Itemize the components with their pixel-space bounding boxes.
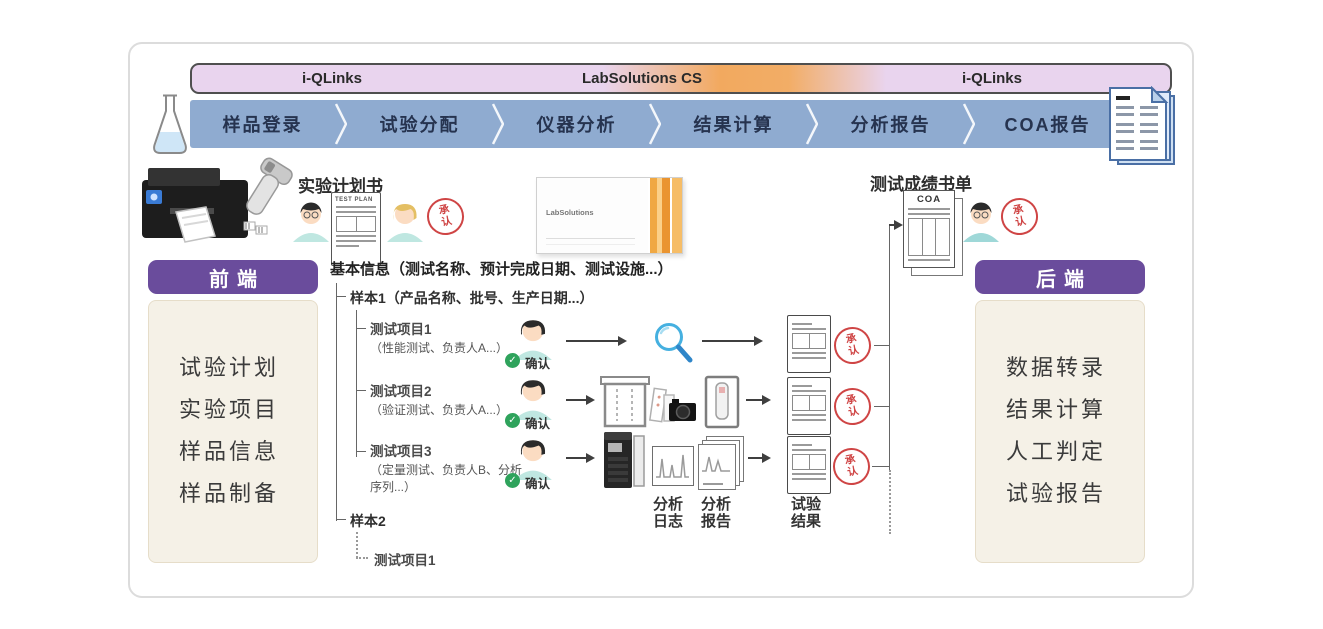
operator-avatar bbox=[514, 320, 552, 360]
analysis-log-doc bbox=[652, 446, 694, 486]
approver-avatar bbox=[963, 202, 999, 242]
software-box-stripes bbox=[648, 178, 682, 253]
front-panel-item: 样品制备 bbox=[179, 481, 280, 506]
operator-avatar bbox=[514, 440, 552, 480]
plan-title: 实验计划书 bbox=[298, 177, 383, 196]
tree-line bbox=[336, 283, 337, 521]
tree-sample2-item: 测试项目1 bbox=[374, 553, 436, 568]
front-panel-item: 实验项目 bbox=[179, 397, 280, 422]
platform-label-right: i-QLinks bbox=[961, 70, 1022, 87]
check-icon: ✓ bbox=[505, 353, 520, 368]
coa-doc: COA bbox=[903, 190, 965, 278]
platform-label-left: i-QLinks bbox=[301, 70, 362, 87]
hplc-instrument-icon bbox=[604, 432, 645, 488]
connector-trunk-line bbox=[889, 226, 890, 470]
back-panel-item: 试验报告 bbox=[1006, 481, 1107, 506]
test-equipment-icons bbox=[600, 375, 740, 429]
analyst-avatar bbox=[293, 202, 329, 242]
confirm-label: 确认 bbox=[525, 417, 551, 431]
flow-arrow bbox=[746, 394, 771, 405]
tree-dotted-line bbox=[356, 532, 358, 558]
flow-arrow bbox=[702, 335, 763, 346]
labsolutions-software-box: LabSolutions bbox=[536, 177, 683, 254]
workflow-bar: 样品登录 试验分配 仪器分析 结果计算 分析报告 COA报告 bbox=[190, 100, 1120, 148]
workflow-step-result-calc: 结果计算 bbox=[693, 115, 774, 135]
test-report-doc bbox=[787, 315, 831, 373]
chevron-separator-icon bbox=[492, 100, 504, 148]
front-panel-item: 试验计划 bbox=[179, 355, 280, 380]
back-panel-body: 数据转录 结果计算 人工判定 试验报告 bbox=[975, 300, 1145, 563]
platform-bar: i-QLinks LabSolutions CS i-QLinks bbox=[190, 63, 1172, 94]
reviewer-avatar bbox=[387, 204, 423, 242]
workflow-step-test-assign: 试验分配 bbox=[379, 115, 460, 135]
test-report-doc bbox=[787, 377, 831, 435]
coa-title: 测试成绩书单 bbox=[870, 175, 972, 194]
connector-line bbox=[874, 406, 890, 407]
tree-line bbox=[356, 451, 366, 452]
test-result-label: 试验结果 bbox=[790, 496, 821, 531]
back-panel-header: 后端 bbox=[975, 260, 1145, 294]
tree-line bbox=[336, 519, 346, 520]
flask-icon bbox=[153, 94, 187, 154]
barcode-scanner-icon bbox=[243, 157, 293, 235]
check-icon: ✓ bbox=[505, 413, 520, 428]
platform-label-center: LabSolutions CS bbox=[582, 70, 702, 87]
test-plan-doc: TEST PLAN bbox=[331, 192, 381, 266]
workflow-step-analysis-report: 分析报告 bbox=[850, 115, 931, 135]
front-panel-item: 样品信息 bbox=[179, 439, 280, 464]
chevron-separator-icon bbox=[649, 100, 661, 148]
analysis-report-label: 分析报告 bbox=[700, 496, 731, 531]
workflow-step-instrument-analysis: 仪器分析 bbox=[536, 115, 617, 135]
chevron-separator-icon bbox=[806, 100, 818, 148]
back-panel-item: 数据转录 bbox=[1006, 355, 1107, 380]
confirm-label: 确认 bbox=[525, 477, 551, 491]
tree-root-label: 基本信息（测试名称、预计完成日期、测试设施...） bbox=[330, 261, 673, 278]
tree-item-1: 测试项目1 （性能测试、负责人A...） bbox=[370, 322, 509, 355]
connector-dotted-line bbox=[889, 470, 891, 534]
tree-sample1-label: 样本1（产品名称、批号、生产日期...） bbox=[350, 290, 594, 306]
workflow-step-coa-report: COA报告 bbox=[1004, 115, 1091, 135]
search-icon bbox=[655, 323, 693, 363]
front-panel-header: 前端 bbox=[148, 260, 318, 294]
chevron-separator-icon bbox=[963, 100, 975, 148]
flow-arrow bbox=[748, 452, 771, 463]
analysis-log-label: 分析日志 bbox=[652, 496, 683, 531]
connector-line bbox=[874, 345, 890, 346]
software-box-label: LabSolutions bbox=[546, 208, 594, 217]
front-panel-body: 试验计划 实验项目 样品信息 样品制备 bbox=[148, 300, 318, 563]
back-panel-item: 人工判定 bbox=[1006, 439, 1107, 464]
check-icon: ✓ bbox=[505, 473, 520, 488]
tree-item-2: 测试项目2 （验证测试、负责人A...） bbox=[370, 384, 509, 417]
back-panel-item: 结果计算 bbox=[1006, 397, 1107, 422]
connector-line bbox=[872, 466, 890, 467]
tree-sample2-label: 样本2 bbox=[350, 513, 386, 529]
coa-arrow bbox=[889, 219, 903, 230]
tree-line bbox=[336, 296, 346, 297]
workflow-step-sample-login: 样品登录 bbox=[222, 115, 303, 135]
tree-dotted-line bbox=[356, 557, 368, 559]
operator-avatar bbox=[514, 380, 552, 420]
chevron-separator-icon bbox=[335, 100, 347, 148]
tree-item-3: 测试项目3 （定量测试、负责人B、分析序列...） bbox=[370, 444, 523, 494]
report-stack-icon bbox=[1109, 86, 1175, 165]
tree-line bbox=[356, 328, 366, 329]
flow-arrow bbox=[566, 394, 595, 405]
flow-arrow bbox=[566, 335, 627, 346]
tree-line bbox=[356, 390, 366, 391]
confirm-label: 确认 bbox=[525, 357, 551, 371]
test-plan-doc-title: TEST PLAN bbox=[335, 197, 373, 203]
label-printer-icon bbox=[142, 157, 293, 243]
flow-arrow bbox=[566, 452, 595, 463]
tree-line bbox=[356, 310, 357, 457]
coa-doc-title: COA bbox=[916, 194, 942, 205]
test-result-doc bbox=[787, 436, 831, 494]
analysis-report-stack bbox=[698, 436, 746, 492]
